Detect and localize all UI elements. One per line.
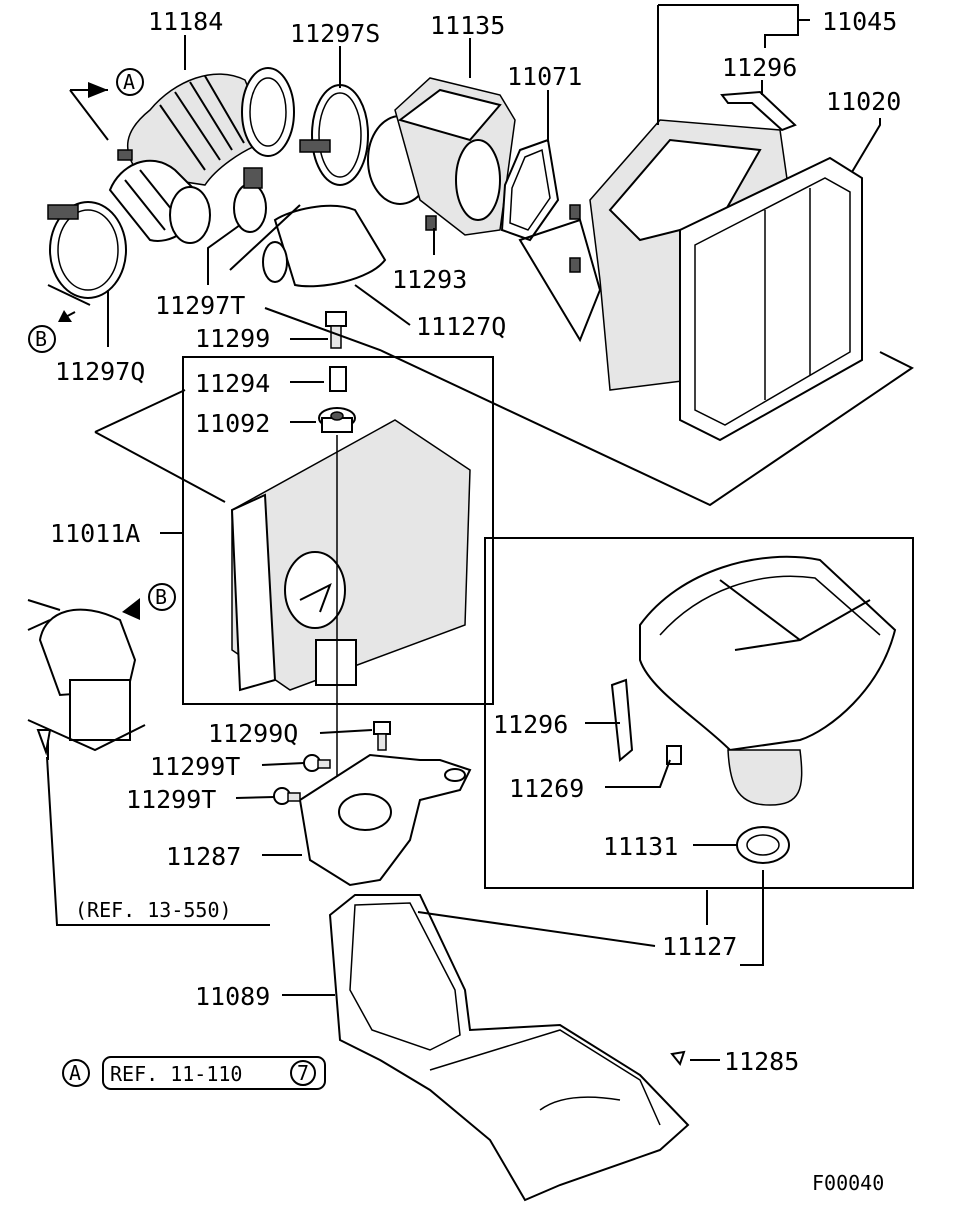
leader-lines [107, 4, 881, 1061]
label-11287: 11287 [166, 842, 241, 871]
label-11285: 11285 [724, 1047, 799, 1076]
label-11011a: 11011A [50, 519, 140, 548]
label-11299t-b: 11299T [126, 785, 216, 814]
label-11296-top: 11296 [722, 53, 797, 82]
air-filter-element-drawing [679, 156, 863, 442]
callout-a-letter: A [123, 70, 135, 94]
callout-a-top: A [116, 68, 144, 96]
label-11297q: 11297Q [55, 357, 145, 386]
figure-code: F00040 [812, 1171, 884, 1195]
label-11269: 11269 [509, 774, 584, 803]
intake-hose-drawing [108, 67, 295, 244]
label-11127: 11127 [662, 932, 737, 961]
label-11299t-a: 11299T [150, 752, 240, 781]
bracket-11287-drawing [298, 753, 472, 887]
callout-arrows [47, 82, 140, 760]
label-11131: 11131 [603, 832, 678, 861]
upper-cover-11127-drawing [639, 555, 897, 806]
label-11089: 11089 [195, 982, 270, 1011]
label-11127q: 11127Q [416, 312, 506, 341]
label-11296-right: 11296 [493, 710, 568, 739]
clip-11296-top-drawing [720, 90, 797, 132]
callout-b-top: B [28, 325, 56, 353]
assembly-outline-left [94, 389, 226, 503]
case-11011a-box [182, 356, 494, 705]
label-11135: 11135 [430, 11, 505, 40]
seal-11131-drawing [736, 826, 790, 864]
clip-11296-right-drawing [610, 678, 634, 762]
reference-11-110: A REF. 11-110 7 [62, 1056, 326, 1090]
callout-b-letter-2: B [155, 585, 167, 609]
clamp-11297q-drawing [47, 201, 127, 299]
collar-11269-drawing [666, 745, 682, 765]
reference-13-550: (REF. 13-550) [75, 898, 232, 922]
label-11092: 11092 [195, 409, 270, 438]
label-11297s: 11297S [290, 19, 380, 48]
callout-b-left: B [148, 583, 176, 611]
reference-sheet-number: 7 [297, 1061, 309, 1085]
label-11299q: 11299Q [208, 719, 298, 748]
label-11293: 11293 [392, 265, 467, 294]
callout-b-letter: B [35, 327, 47, 351]
label-11297t: 11297T [155, 291, 245, 320]
grommet-11092-drawing [318, 407, 356, 433]
reference-11-110-text: REF. 11-110 [110, 1062, 242, 1086]
reference-leader-13-550 [46, 756, 270, 926]
label-11020: 11020 [826, 87, 901, 116]
label-11071: 11071 [507, 62, 582, 91]
element-11127q-drawing [229, 204, 387, 288]
label-11294: 11294 [195, 369, 270, 398]
cover-11127-box [484, 537, 914, 889]
assembly-outline-top [264, 307, 914, 507]
collar-11294-drawing [329, 366, 347, 392]
case-11011a-drawing [230, 419, 471, 692]
reference-callout-a: A [69, 1061, 81, 1085]
bolt-11299q-drawing [373, 721, 391, 751]
pin-11285-drawing [670, 1050, 686, 1067]
clamp-11297t-drawing [233, 167, 267, 233]
label-11184: 11184 [148, 7, 223, 36]
bolt-11299t-b-drawing [273, 787, 301, 805]
airflow-sensor-drawing [367, 77, 516, 236]
clamp-11297s-drawing [299, 84, 369, 186]
label-11299: 11299 [195, 324, 270, 353]
duct-11089-drawing [328, 894, 690, 1202]
label-11045: 11045 [822, 7, 897, 36]
reference-engine-view-drawing [27, 599, 146, 756]
bolt-11299t-a-drawing [303, 754, 331, 772]
bolt-11299-drawing [325, 311, 347, 349]
